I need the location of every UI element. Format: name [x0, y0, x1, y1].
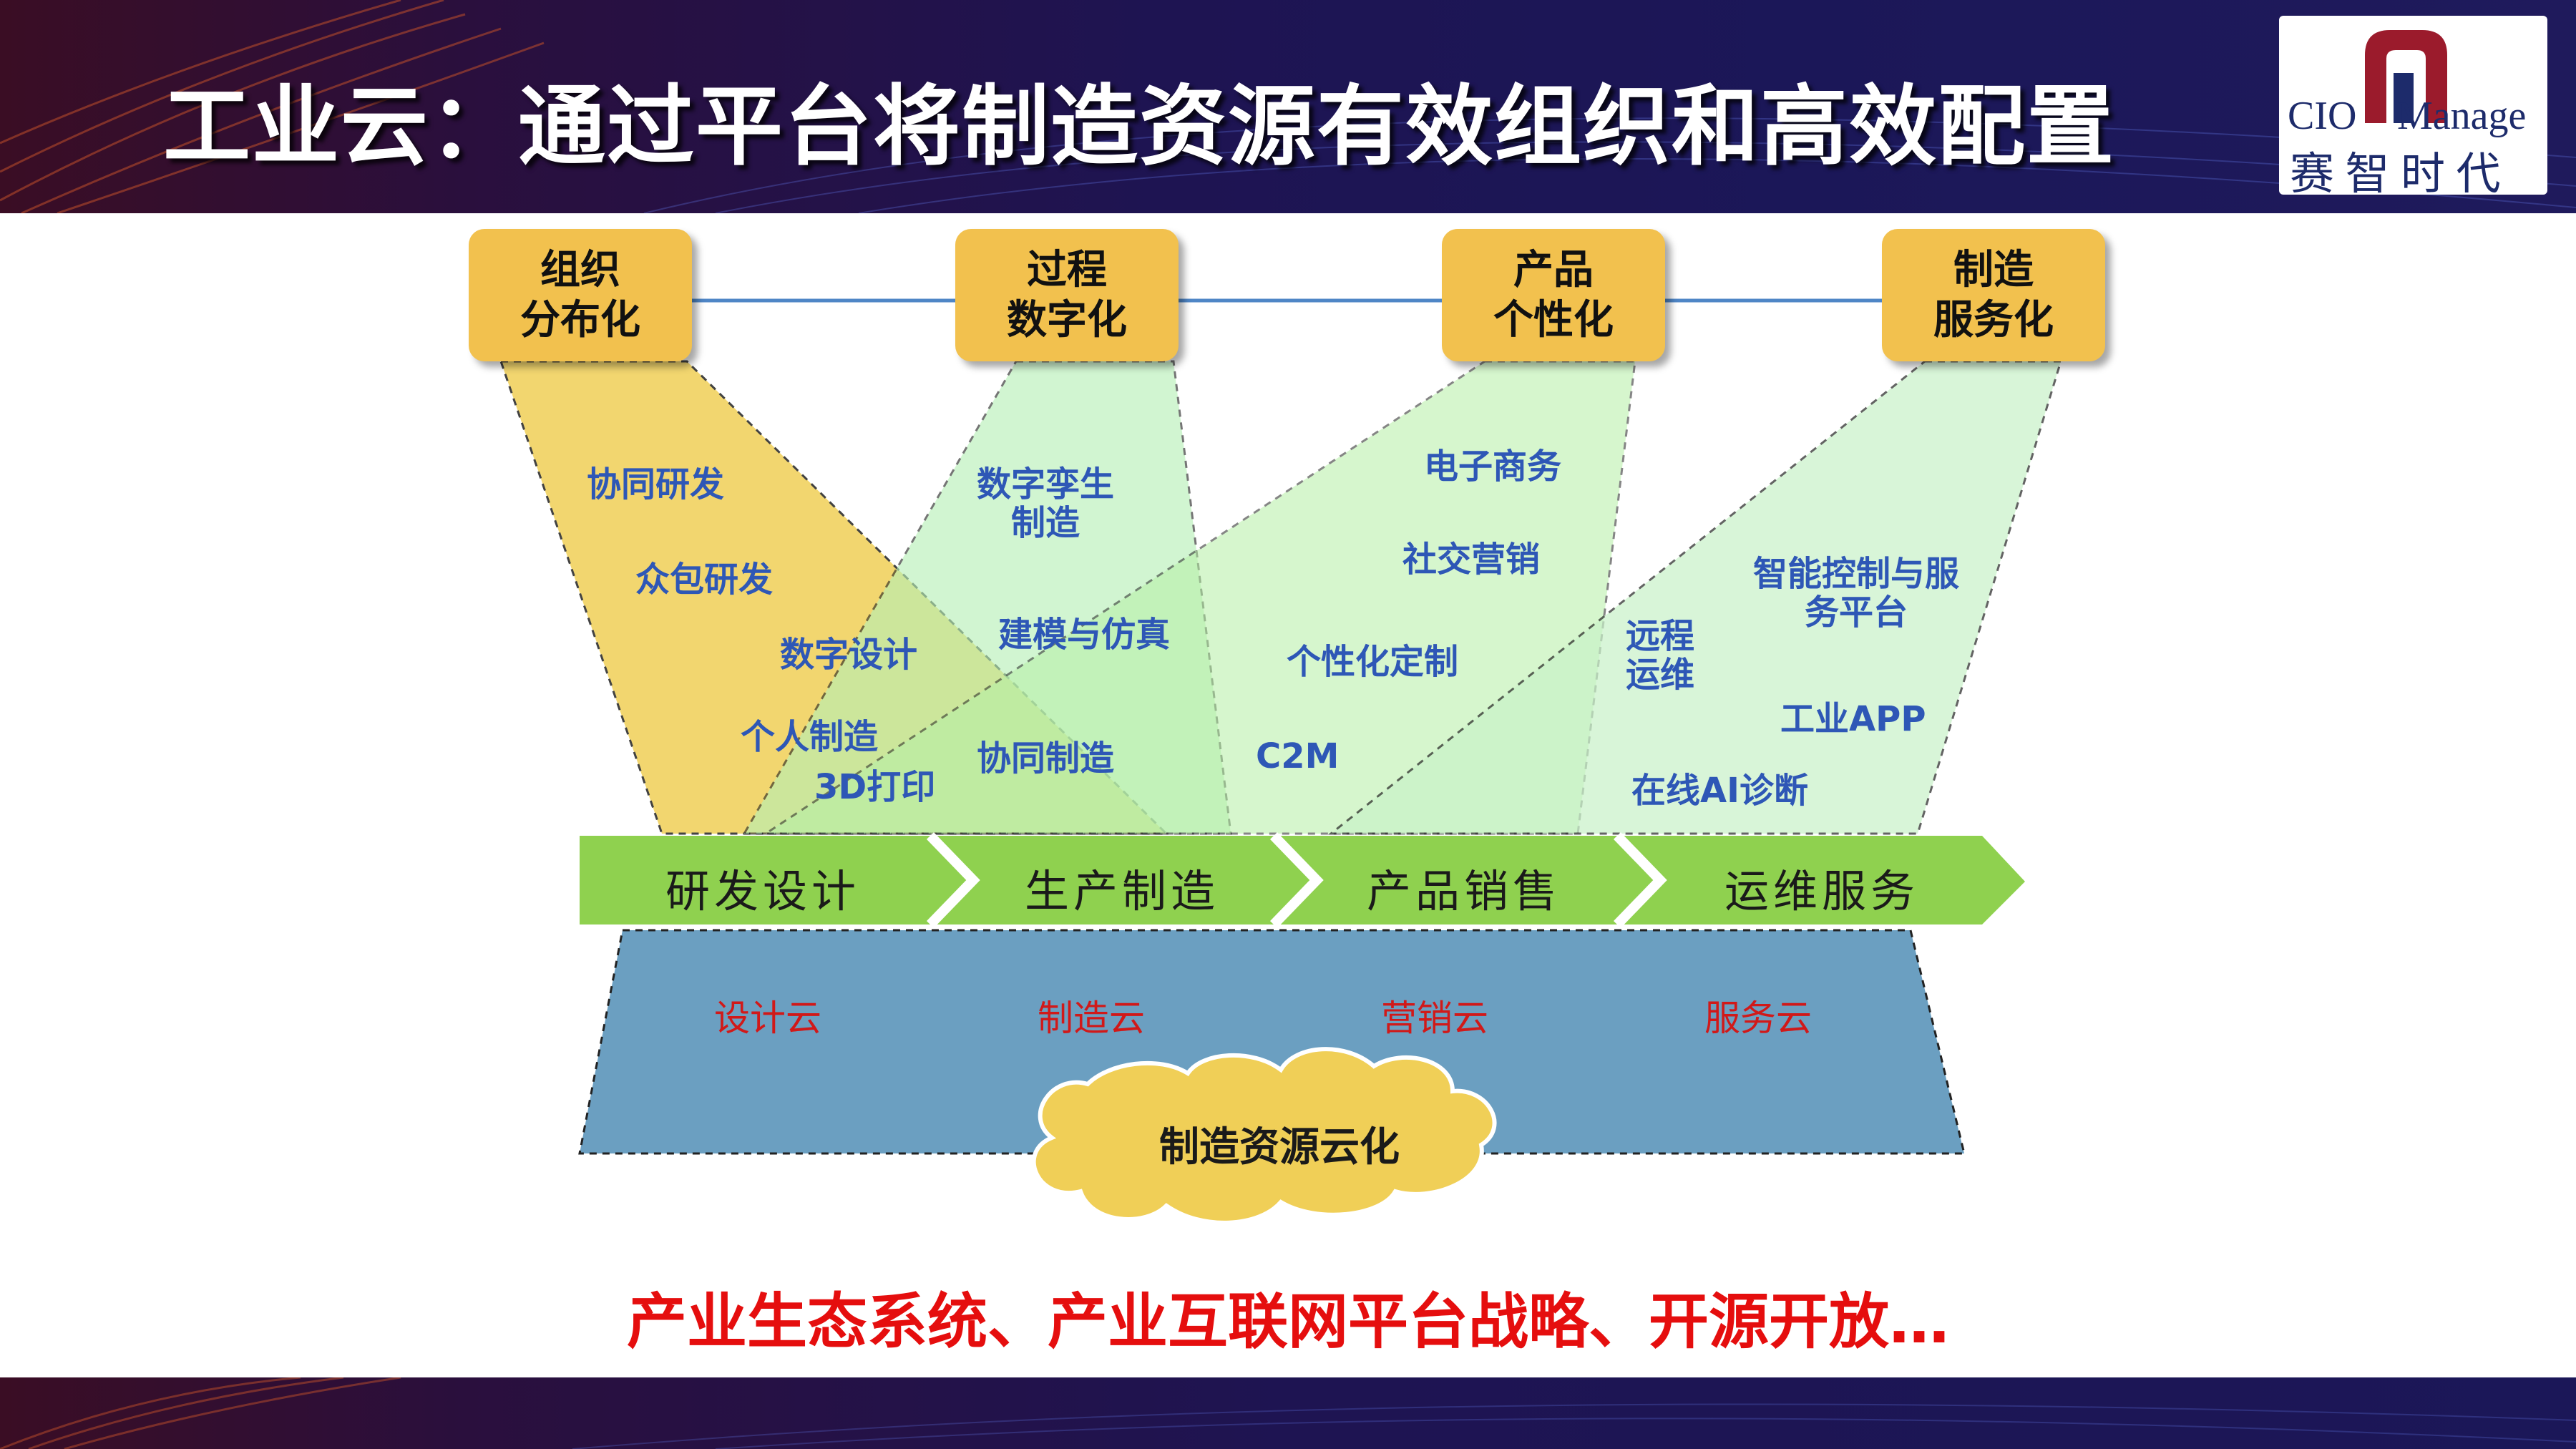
label-ecommerce: 电子商务: [1424, 447, 1562, 487]
label-crowdsourced-rd: 众包研发: [635, 560, 774, 600]
bottom-slogan: 产业生态系统、产业互联网平台战略、开源开放…: [626, 1287, 1949, 1357]
product-region: [761, 360, 1636, 835]
label-modeling-simulation: 建模与仿真: [998, 615, 1171, 655]
stage-production: 生产制造: [1025, 865, 1220, 917]
stage-separators: [926, 832, 1667, 928]
label-digital-twin-manufacturing: 数字孪生 制造: [977, 464, 1115, 543]
logo-mark-icon: [2365, 30, 2447, 123]
label-online-ai-diagnosis: 在线AI诊断: [1631, 771, 1809, 811]
label-3d-printing: 3D打印: [814, 767, 936, 807]
label-collaborative-manufacturing: 协同制造: [977, 738, 1115, 779]
box-organization-distributed: 组织 分布化: [469, 229, 692, 361]
box-manufacturing-servitized: 制造 服务化: [1882, 229, 2105, 361]
label-remote-operations: 远程 运维: [1626, 616, 1695, 695]
label-marketing-cloud: 营销云: [1381, 997, 1488, 1039]
label-social-marketing: 社交营销: [1402, 540, 1541, 580]
page-title: 工业云：通过平台将制造资源有效组织和高效配置: [163, 76, 2115, 177]
stage-sales: 产品销售: [1367, 865, 1562, 917]
label-design-cloud: 设计云: [714, 997, 821, 1039]
logo-chinese: 赛 智 时 代: [2290, 150, 2501, 199]
label-digital-design: 数字设计: [780, 635, 918, 675]
stage-arrow-bar: [580, 836, 2025, 924]
logo-manage: Manage: [2397, 94, 2527, 138]
box-product-personalized: 产品 个性化: [1442, 229, 1665, 361]
box-process-digitalized: 过程 数字化: [955, 229, 1179, 361]
stage-operations-service: 运维服务: [1724, 865, 1920, 917]
resource-cloud-shape: [1031, 1047, 1497, 1225]
label-service-cloud: 服务云: [1704, 997, 1812, 1039]
stage-rd-design: 研发设计: [665, 865, 861, 917]
label-industrial-app: 工业APP: [1780, 699, 1926, 739]
logo: CIO Manage 赛 智 时 代: [2279, 16, 2547, 199]
label-intelligent-control-platform: 智能控制与服 务平台: [1753, 554, 1960, 633]
header-decoration: [0, 0, 2576, 213]
footer-decoration: [0, 1377, 2576, 1449]
label-collaborative-rd: 协同研发: [587, 464, 725, 504]
logo-cio: CIO: [2288, 94, 2357, 138]
label-personalized-customization: 个性化定制: [1287, 642, 1459, 682]
label-personal-manufacturing: 个人制造: [741, 717, 879, 757]
label-manufacturing-cloud: 制造云: [1038, 997, 1145, 1039]
platform-base: [578, 929, 1966, 1155]
service-region: [1327, 360, 2063, 835]
footer-banner: [0, 1377, 2576, 1449]
label-c2m: C2M: [1256, 736, 1340, 776]
resource-cloud-label: 制造资源云化: [1159, 1124, 1400, 1171]
header-banner: 工业云：通过平台将制造资源有效组织和高效配置: [0, 0, 2576, 213]
